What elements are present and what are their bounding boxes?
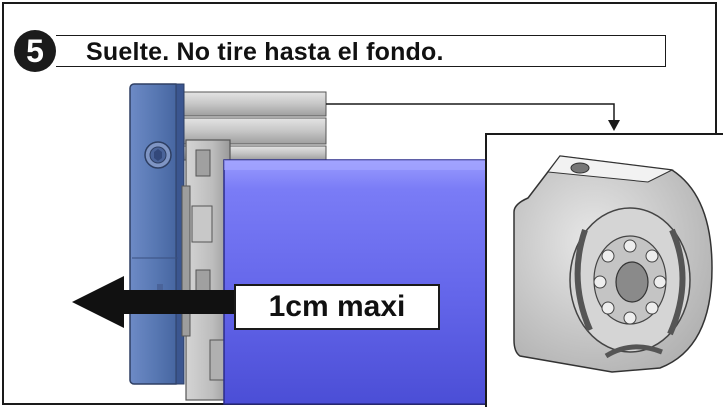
left-arrow-icon bbox=[72, 276, 240, 328]
step-instruction: Suelte. No tire hasta el fondo. bbox=[86, 38, 444, 66]
callout-line bbox=[326, 103, 615, 122]
motor-head-plate bbox=[129, 83, 185, 385]
drive-ring bbox=[181, 139, 231, 401]
step-title-box: Suelte. No tire hasta el fondo. bbox=[56, 35, 666, 67]
motor-tube bbox=[223, 159, 493, 405]
down-arrow-icon bbox=[608, 120, 620, 131]
detail-view bbox=[485, 133, 723, 407]
measurement-label: 1cm maxi bbox=[234, 284, 440, 330]
step-number-badge: 5 bbox=[14, 30, 56, 72]
